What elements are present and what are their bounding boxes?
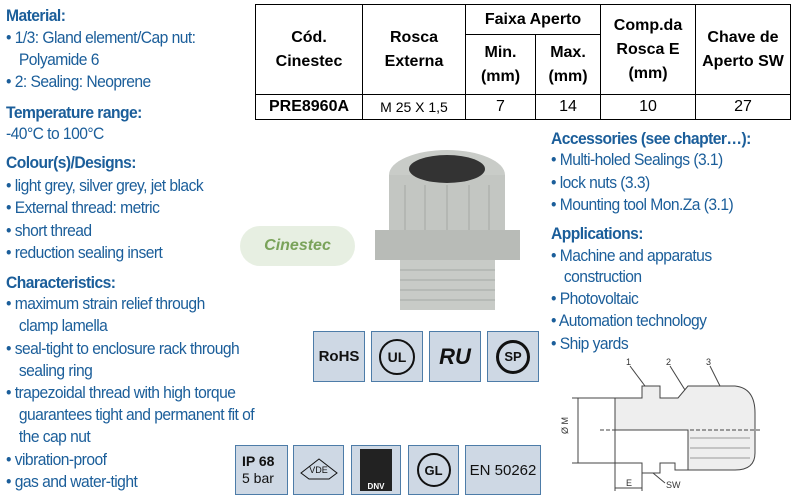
ul-badge: UL: [371, 331, 423, 382]
diameter-label: Ø M: [560, 417, 570, 434]
header-rosca: Rosca Externa: [362, 4, 466, 95]
header-cod: Cód. Cinestec: [255, 4, 363, 95]
pressure-rating: 5 bar: [242, 470, 274, 486]
vde-label: VDE: [309, 465, 328, 475]
callout-1: 1: [626, 358, 631, 367]
csa-badge: SP: [487, 331, 539, 382]
list-item: Polyamide 6: [18, 50, 100, 69]
cinestec-logo: Cinestec: [240, 226, 355, 266]
vde-icon: [299, 458, 338, 480]
list-item: Automation technology: [551, 311, 707, 331]
table-row: PRE8960A M 25 X 1,5 7 14 10 27: [255, 94, 791, 120]
list-item: Photovoltaic: [551, 289, 639, 309]
header-faixa: Faixa Aperto: [465, 4, 601, 35]
vde-badge: VDE: [293, 445, 344, 495]
list-item: the cap nut: [18, 427, 91, 446]
gl-badge: GL: [408, 445, 459, 495]
header-chave: Chave de Aperto SW: [695, 4, 791, 95]
list-item: construction: [563, 267, 642, 286]
rohs-badge: RoHS: [313, 331, 365, 382]
list-item: short thread: [6, 221, 92, 241]
list-item: Ship yards: [551, 334, 629, 354]
list-item: 2: Sealing: Neoprene: [6, 72, 151, 92]
dnv-badge: DNV: [351, 445, 401, 495]
list-item: vibration-proof: [6, 450, 107, 470]
ru-badge: RU: [429, 331, 481, 382]
material-title: Material:: [6, 6, 66, 25]
list-item: Mounting tool Mon.Za (3.1): [551, 195, 734, 215]
list-item: sealing ring: [18, 361, 93, 380]
cell-rosca: M 25 X 1,5: [362, 94, 466, 120]
list-item: maximum strain relief through: [6, 294, 206, 314]
callout-2: 2: [666, 358, 671, 367]
list-item: clamp lamella: [18, 316, 108, 335]
callout-3: 3: [706, 358, 711, 367]
list-item: Multi-holed Sealings (3.1): [551, 150, 724, 170]
dnv-icon: DNV: [360, 449, 392, 491]
ip-rating: IP 68: [242, 453, 275, 469]
temperature-value: -40°C to 100°C: [6, 124, 104, 143]
list-item: trapezoidal thread with high torque: [6, 383, 236, 403]
list-item: lock nuts (3.3): [551, 173, 650, 193]
list-item: 1/3: Gland element/Cap nut:: [6, 28, 196, 48]
cell-max: 14: [535, 94, 601, 120]
cell-comp: 10: [600, 94, 696, 120]
list-item: reduction sealing insert: [6, 243, 163, 263]
gl-icon: GL: [416, 453, 451, 487]
list-item: guarantees tight and permanent fit of: [18, 405, 255, 424]
cell-min: 7: [465, 94, 536, 120]
csa-icon: SP: [496, 339, 530, 374]
spec-table: Cód. Cinestec Rosca Externa Faixa Aperto…: [255, 4, 791, 120]
list-item: gas and water-tight: [6, 472, 138, 492]
cell-chave: 27: [695, 94, 791, 120]
technical-drawing: 1 2 3 Ø M E SW: [560, 358, 760, 491]
list-item: External thread: metric: [6, 198, 160, 218]
cable-gland-image: [375, 150, 520, 310]
list-item: Machine and apparatus: [551, 246, 712, 266]
colour-title: Colour(s)/Designs:: [6, 153, 137, 172]
e-label: E: [626, 478, 632, 488]
characteristics-title: Characteristics:: [6, 273, 116, 292]
header-comp: Comp.da Rosca E (mm): [600, 4, 696, 95]
accessories-title: Accessories (see chapter…):: [551, 129, 751, 148]
header-min: Min. (mm): [465, 34, 536, 95]
header-max: Max. (mm): [535, 34, 601, 95]
sw-label: SW: [666, 480, 681, 490]
en50262-badge: EN 50262: [465, 445, 541, 495]
temperature-title: Temperature range:: [6, 103, 142, 122]
list-item: seal-tight to enclosure rack through: [6, 339, 240, 359]
cell-cod: PRE8960A: [255, 94, 363, 120]
applications-title: Applications:: [551, 224, 643, 243]
ul-icon: UL: [379, 338, 415, 375]
list-item: light grey, silver grey, jet black: [6, 176, 204, 196]
